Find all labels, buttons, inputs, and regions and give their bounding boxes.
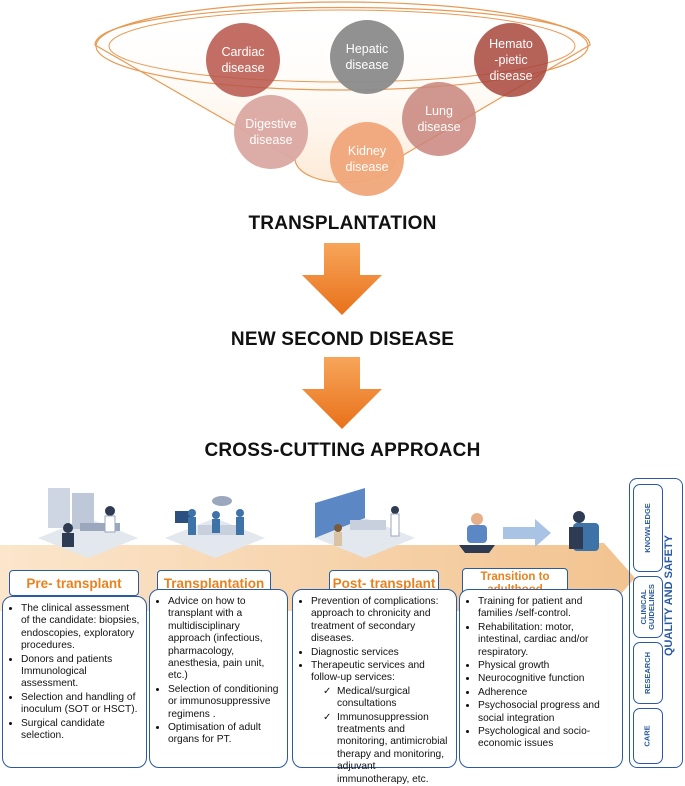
post-transplant-illustration bbox=[315, 488, 415, 558]
list-subitem: Medical/surgical consultations bbox=[323, 686, 450, 711]
list-item: Prevention of complications: approach to… bbox=[311, 596, 450, 646]
list-item: Physical growth bbox=[478, 660, 616, 672]
list-item: Rehabilitation: motor, intestinal, cardi… bbox=[478, 622, 616, 659]
step-second-disease: NEW SECOND DISEASE bbox=[230, 329, 455, 350]
list-item: Training for patient and families /self-… bbox=[478, 596, 616, 621]
pillar-care: CARE bbox=[633, 708, 663, 764]
list-item: Psychological and socio-economic issues bbox=[478, 726, 616, 751]
box-transition: Training for patient and families /self-… bbox=[459, 589, 623, 768]
box-transplantation: Advice on how to transplant with a multi… bbox=[149, 589, 288, 768]
list-item: Selection of conditioning or immunosuppr… bbox=[168, 684, 281, 721]
down-arrow-icon bbox=[302, 243, 382, 315]
pillar-clinical-guidelines: CLINICAL GUIDELINES bbox=[633, 576, 663, 638]
pre-transplant-illustration bbox=[38, 488, 138, 558]
list-item: Optimisation of adult organs for PT. bbox=[168, 722, 281, 747]
disease-hepatic: Hepatic disease bbox=[330, 20, 404, 94]
transition-illustration bbox=[459, 511, 599, 553]
list-item: Selection and handling of inoculum (SOT … bbox=[21, 692, 140, 717]
funnel-rim bbox=[95, 1, 589, 91]
list-item: The clinical assessment of the candidate… bbox=[21, 603, 140, 653]
box-pre-transplant: The clinical assessment of the candidate… bbox=[2, 596, 147, 768]
list-item: Adherence bbox=[478, 687, 616, 699]
list-item: Advice on how to transplant with a multi… bbox=[168, 596, 281, 683]
pillar-research: RESEARCH bbox=[633, 642, 663, 704]
step-approach: CROSS-CUTTING APPROACH bbox=[204, 440, 481, 461]
disease-lung: Lung disease bbox=[402, 82, 476, 156]
transplantation-illustration bbox=[165, 496, 265, 558]
phase-label-pre: Pre- transplant bbox=[9, 570, 139, 596]
list-item: Therapeutic services and follow-up servi… bbox=[311, 660, 450, 685]
list-item: Donors and patients Immunological assess… bbox=[21, 654, 140, 691]
pillar-knowledge: KNOWLEDGE bbox=[633, 484, 663, 572]
disease-digestive: Digestive disease bbox=[234, 95, 308, 169]
list-item: Diagnostic services bbox=[311, 647, 450, 659]
down-arrow-icon bbox=[302, 357, 382, 429]
disease-cardiac: Cardiac disease bbox=[206, 23, 280, 97]
disease-kidney: Kidney disease bbox=[330, 122, 404, 196]
list-item: Neurocognitive function bbox=[478, 673, 616, 685]
disease-hematopoietic: Hemato -pietic disease bbox=[474, 23, 548, 97]
quality-safety-panel bbox=[629, 478, 683, 768]
step-transplantation: TRANSPLANTATION bbox=[248, 213, 437, 234]
box-post-transplant: Prevention of complications: approach to… bbox=[292, 589, 457, 785]
quality-safety-title: QUALITY AND SAFETY bbox=[663, 534, 675, 656]
list-subitem: Immunosuppression treatments and monitor… bbox=[323, 712, 450, 786]
list-item: Surgical candidate selection. bbox=[21, 718, 140, 743]
list-item: Psychosocial progress and social integra… bbox=[478, 700, 616, 725]
